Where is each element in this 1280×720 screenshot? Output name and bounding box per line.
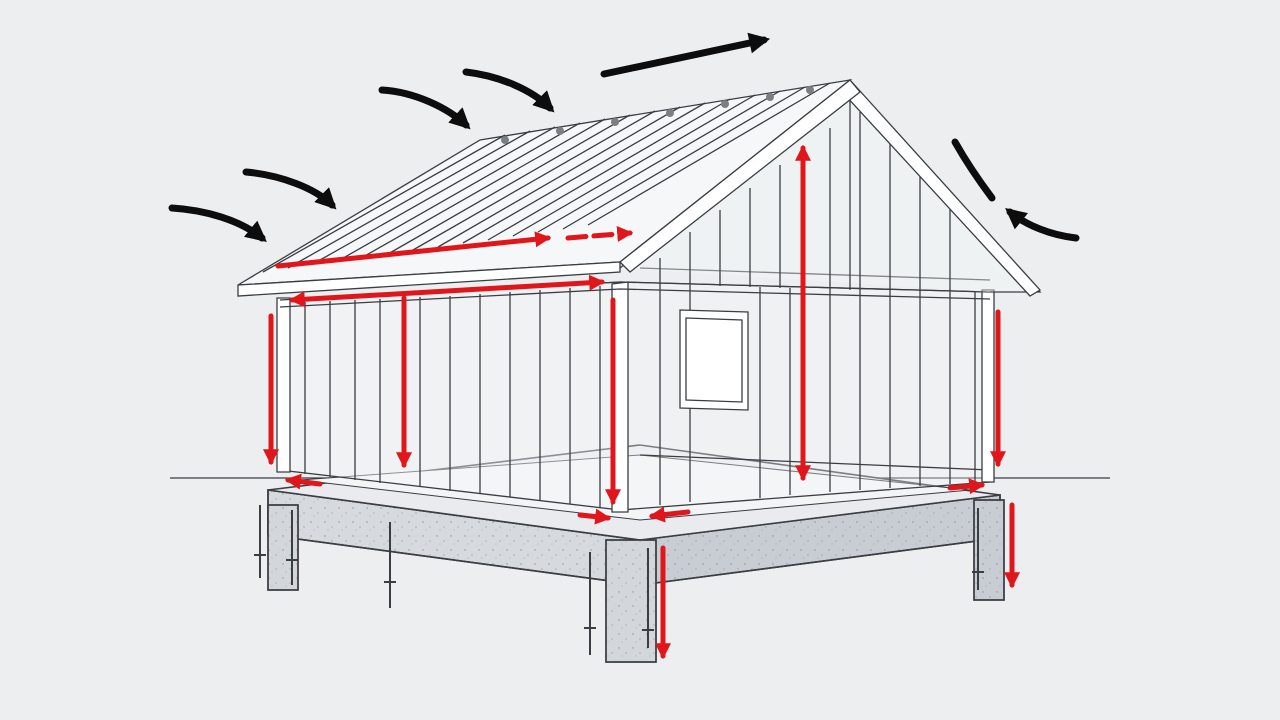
load-arrow-sill-right	[947, 478, 986, 495]
load-arrow-sill-left	[284, 473, 323, 490]
load-arrow-top-plate	[288, 274, 606, 308]
wind-arrow-1	[168, 204, 267, 242]
roof-framing	[237, 78, 1042, 297]
load-arrow-eave	[275, 231, 552, 269]
wind-arrow-2	[242, 168, 337, 210]
load-arrow-sill-mid-2	[648, 506, 691, 523]
wind-arrow-5	[600, 32, 771, 78]
wind-arrow-7	[1005, 208, 1080, 242]
load-path-arrows	[262, 144, 1021, 660]
load-arrow-sill-mid	[577, 508, 612, 525]
load-arrow-eave-2	[565, 226, 634, 243]
anchor-bolt-icon	[254, 505, 984, 655]
foundation-piers	[267, 499, 1005, 663]
wind-arrow-4	[462, 68, 555, 113]
wind-arrow-3	[378, 86, 471, 130]
wall-framing	[276, 267, 995, 513]
wind-arrows	[168, 32, 1080, 242]
wind-arrow-6	[951, 138, 996, 202]
